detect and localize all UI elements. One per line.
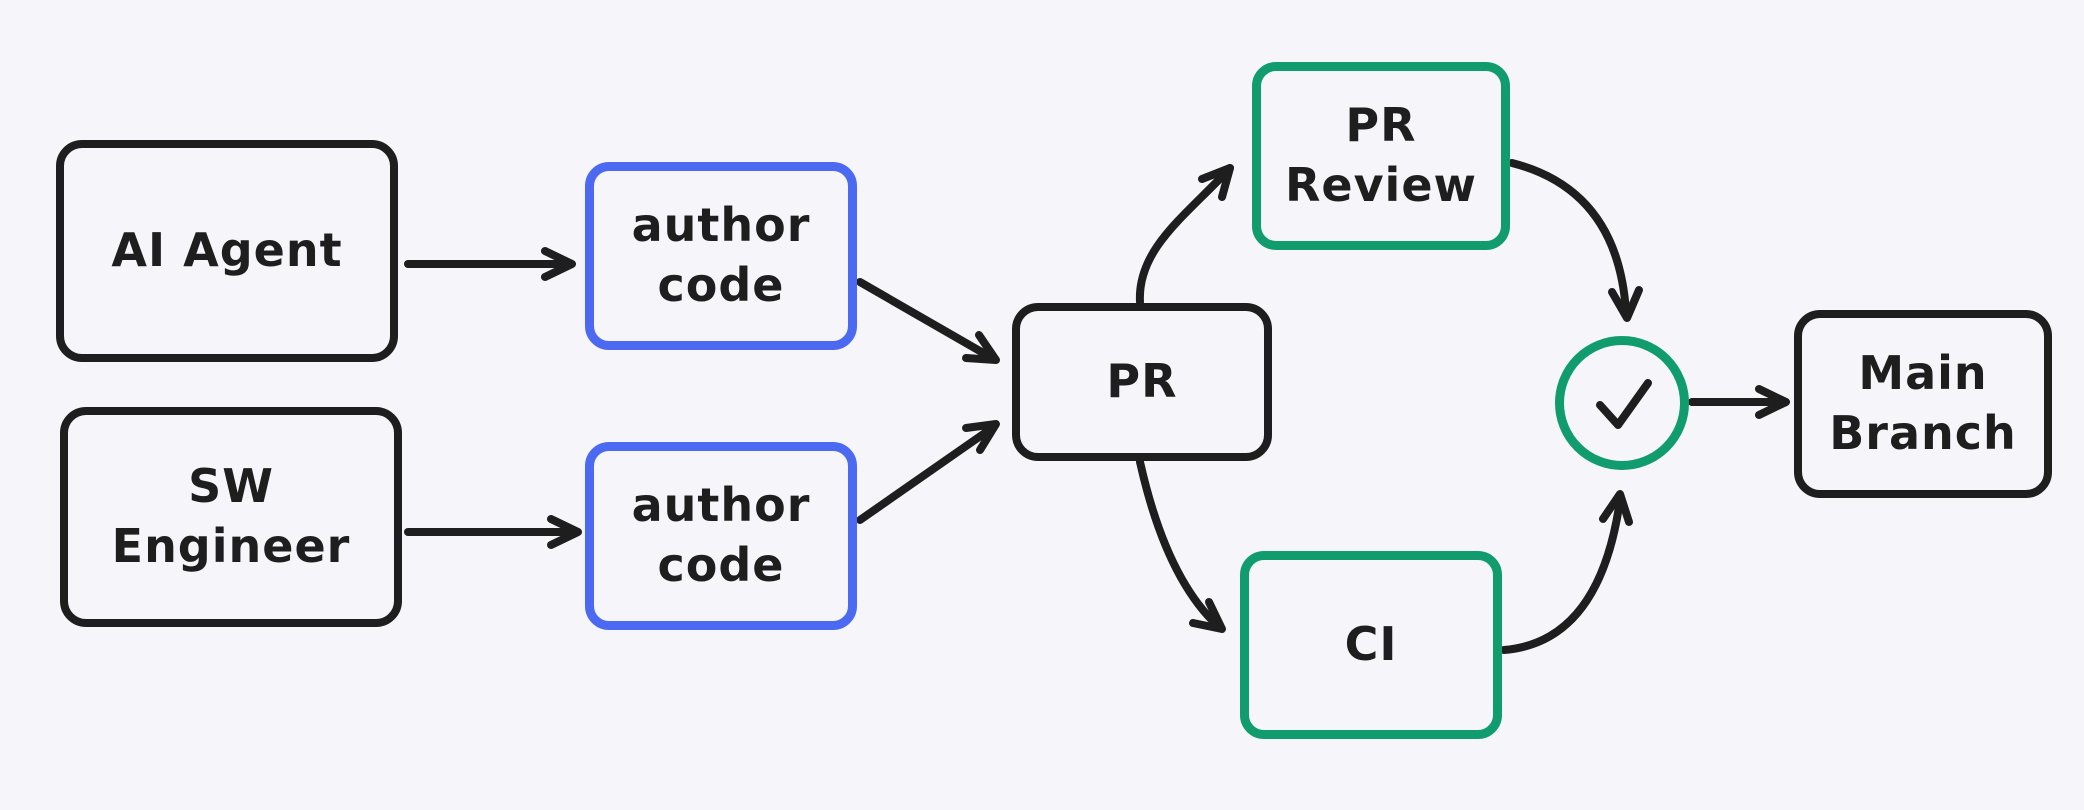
arrow-approval-to-main-branch — [1688, 385, 1790, 419]
arrow-sw-engineer-to-author-code — [404, 515, 582, 549]
node-main-branch-label-line1: Main — [1858, 346, 1988, 401]
node-pr-review-label-line2: Review — [1284, 158, 1478, 212]
node-sw-engineer-label-line2: Engineer — [111, 519, 351, 573]
node-author-code-top-label-line2: code — [657, 258, 785, 312]
node-pr-review: PR Review — [1252, 62, 1510, 250]
arrow-pr-review-to-approval — [1508, 159, 1643, 322]
node-ci: CI — [1240, 551, 1502, 739]
arrow-author-code-bottom-to-pr — [856, 420, 1000, 524]
arrow-ci-to-approval — [1500, 490, 1633, 654]
node-ai-agent-label: AI Agent — [111, 223, 343, 278]
node-main-branch: Main Branch — [1794, 310, 2052, 498]
checkmark-icon — [1596, 379, 1652, 429]
arrow-ai-agent-to-author-code — [404, 247, 576, 281]
arrow-pr-to-ci — [1136, 458, 1226, 633]
node-ci-label: CI — [1344, 617, 1398, 672]
node-author-code-bottom-label-line1: author — [631, 478, 811, 533]
arrow-author-code-top-to-pr — [856, 278, 1000, 364]
node-author-code-bottom-label-line2: code — [657, 538, 785, 592]
node-author-code-top-label-line1: author — [631, 198, 811, 253]
node-ai-agent: AI Agent — [56, 140, 398, 362]
node-pr: PR — [1012, 303, 1272, 461]
arrow-pr-to-pr-review — [1135, 164, 1234, 306]
node-sw-engineer: SW Engineer — [60, 407, 402, 627]
node-approval-check — [1555, 336, 1689, 470]
node-main-branch-label-line2: Branch — [1829, 406, 2017, 460]
node-author-code-bottom: author code — [585, 442, 857, 630]
node-author-code-top: author code — [585, 162, 857, 350]
node-pr-label: PR — [1106, 354, 1178, 409]
node-sw-engineer-label-line1: SW — [188, 459, 274, 514]
node-pr-review-label-line1: PR — [1345, 98, 1417, 153]
